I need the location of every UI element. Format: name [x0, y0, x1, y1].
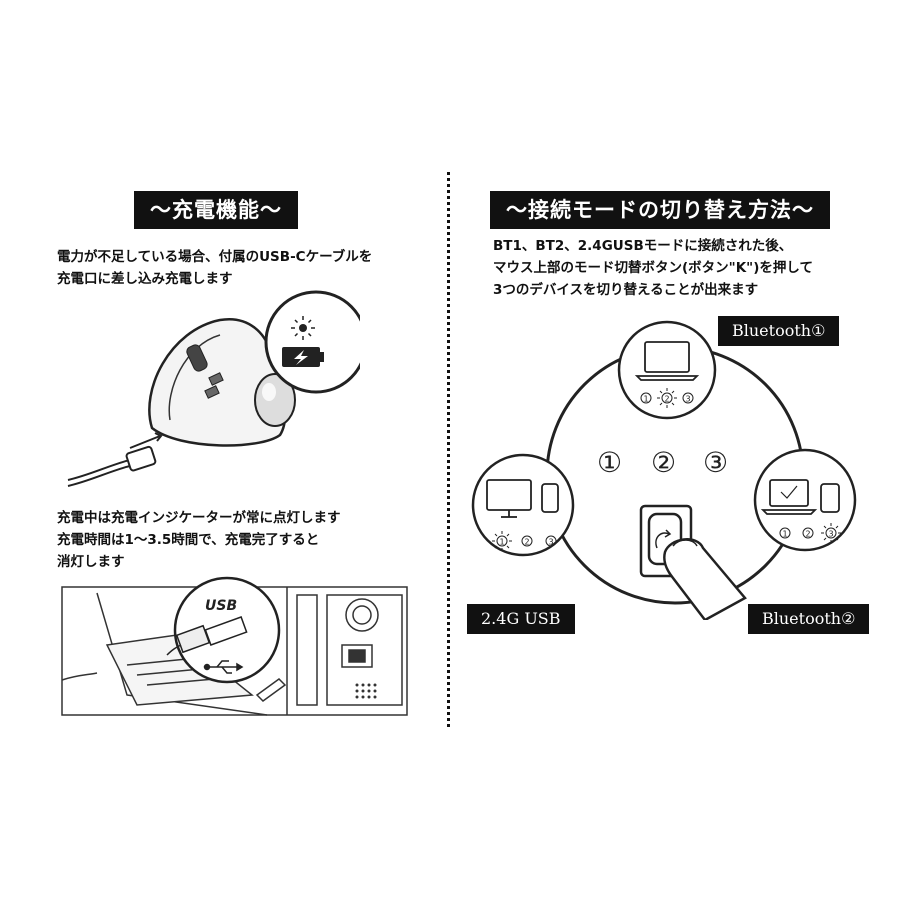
- connection-line-1: BT1、BT2、2.4GUSBモードに接続された後、: [493, 238, 793, 254]
- charging-line-2: 充電口に差し込み充電します: [57, 271, 233, 287]
- connection-line-3: 3つのデバイスを切り替えることが出来ます: [493, 282, 759, 298]
- connection-mode-title: 〜接続モードの切り替え方法〜: [490, 191, 830, 229]
- phone-icon: [541, 483, 559, 513]
- bt2-indicators: 1 2 3: [779, 523, 841, 543]
- usb24-label: 2.4G USB: [467, 604, 575, 634]
- svg-text:2: 2: [525, 538, 530, 547]
- usb-c-connector: [125, 445, 157, 472]
- charging-title: 〜充電機能〜: [134, 191, 298, 229]
- bluetooth2-label: Bluetooth②: [748, 604, 870, 634]
- connection-instructions: BT1、BT2、2.4GUSBモードに接続された後、 マウス上部のモード切替ボタ…: [493, 235, 813, 301]
- usb-cable: [67, 459, 131, 481]
- charging-status-text: 充電中は充電インジケーターが常に点灯します 充電時間は1〜3.5時間で、充電完了…: [57, 507, 341, 573]
- laptop-icon-2: [760, 479, 818, 515]
- usb-label: USB: [205, 598, 237, 614]
- svg-text:3: 3: [829, 530, 834, 539]
- mode-number-1: ①: [597, 446, 622, 479]
- svg-text:1: 1: [783, 530, 788, 539]
- laptop-icon: [634, 341, 700, 381]
- usb-plug-icon: [166, 616, 248, 656]
- column-divider: [447, 172, 450, 727]
- scroll-wheel: [186, 344, 208, 372]
- charging-status-line-1: 充電中は充電インジケーターが常に点灯します: [57, 510, 341, 526]
- cycle-arrow-icon: [655, 529, 672, 549]
- insert-arrow: [129, 435, 161, 449]
- indicator-zoom-circle: [264, 290, 360, 394]
- bt1-indicators: 1 2 3: [640, 388, 694, 408]
- charging-line-1: 電力が不足している場合、付属のUSB-Cケーブルを: [57, 249, 373, 265]
- mode-number-2: ②: [651, 446, 676, 479]
- mode-number-3: ③: [703, 446, 728, 479]
- phone-icon-2: [820, 483, 840, 513]
- finger-pressing-icon: [663, 538, 747, 620]
- connection-line-2: マウス上部のモード切替ボタン(ボタン"K")を押して: [493, 260, 813, 276]
- bluetooth1-label: Bluetooth①: [718, 316, 840, 346]
- usb-symbol-icon: [203, 660, 244, 674]
- mouse-charging-illustration: [67, 290, 360, 487]
- usb-indicators: 1 2 3: [492, 531, 557, 551]
- desktop-tower-illustration: [255, 587, 403, 715]
- usb-receiver-illustration: USB: [61, 576, 408, 716]
- svg-text:2: 2: [665, 395, 670, 404]
- svg-text:1: 1: [500, 538, 505, 547]
- charging-instructions: 電力が不足している場合、付属のUSB-Cケーブルを 充電口に差し込み充電します: [57, 246, 372, 290]
- svg-text:3: 3: [549, 538, 554, 547]
- charging-status-line-2: 充電時間は1〜3.5時間で、充電完了すると: [57, 532, 320, 548]
- mode-switch-diagram: 1 2 3 1 2 3: [471, 320, 857, 620]
- svg-text:3: 3: [686, 395, 691, 404]
- indicator-light-icon: [291, 316, 315, 340]
- svg-text:2: 2: [806, 530, 811, 539]
- charging-status-line-3: 消灯します: [57, 554, 125, 570]
- svg-text:1: 1: [644, 395, 649, 404]
- monitor-icon: [486, 479, 532, 518]
- battery-charging-icon: [282, 347, 324, 367]
